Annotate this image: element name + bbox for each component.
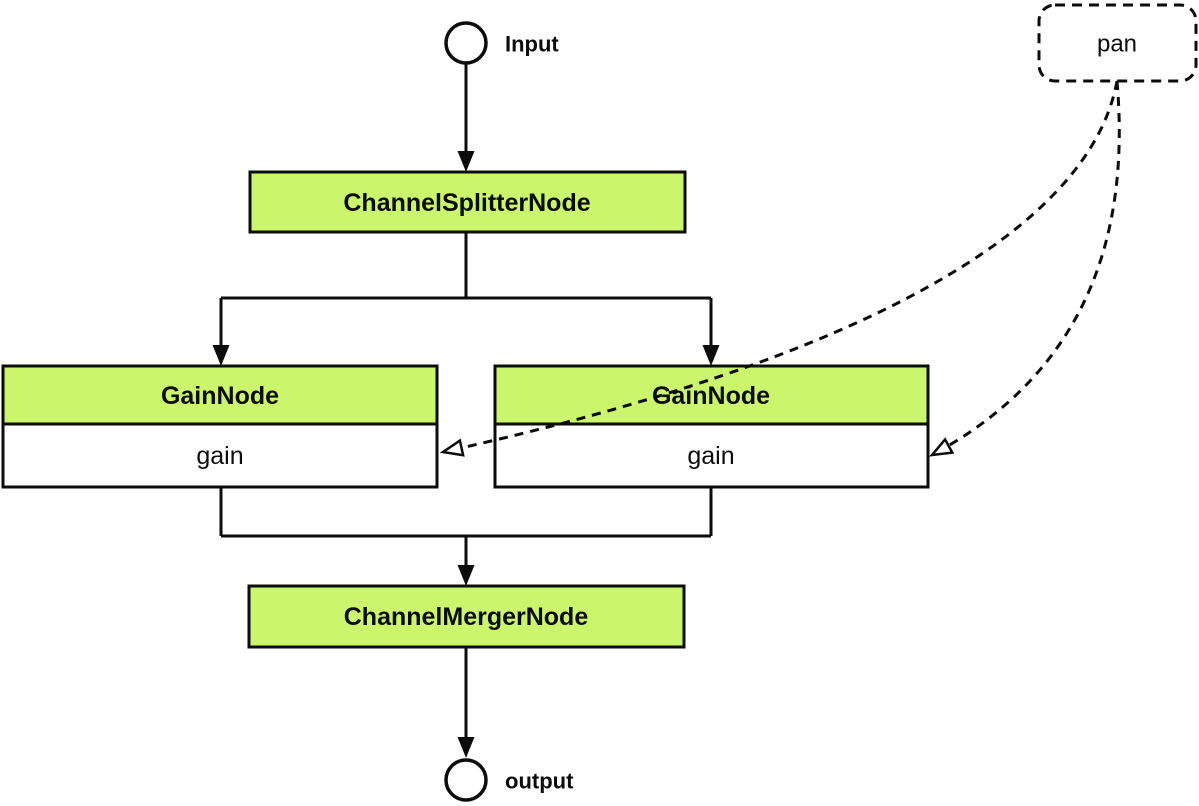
gain-node-left-header: [1, 364, 439, 426]
gain-param-left-label: gain: [196, 442, 243, 470]
channel-splitter-label: ChannelSplitterNode: [343, 189, 590, 217]
arrowhead-down-icon: [702, 345, 720, 366]
output-terminal: [444, 758, 488, 802]
gain-node-right-header: [493, 364, 930, 426]
channel-merger-label: ChannelMergerNode: [344, 603, 589, 631]
gain-node-right-label: GainNode: [652, 382, 770, 410]
open-arrowhead-right-icon: [929, 437, 955, 457]
arrowhead-down-icon: [457, 737, 475, 758]
pan-to-left-gain-connector: [442, 80, 1119, 454]
gains-to-merger-connector: [219, 487, 713, 569]
input-label: Input: [505, 32, 559, 57]
channel-merger-node: [247, 584, 686, 649]
pan-label: pan: [1097, 31, 1137, 58]
splitter-to-gains-connector: [219, 232, 713, 349]
arrowhead-down-icon: [457, 565, 475, 586]
input-terminal: [444, 21, 488, 65]
channel-splitter-node: [248, 170, 687, 234]
gain-param-right-box: [493, 422, 930, 489]
arrowhead-down-icon: [212, 345, 230, 366]
open-arrowhead-left-icon: [439, 438, 465, 457]
gain-param-right-label: gain: [687, 442, 734, 470]
output-label: output: [505, 769, 574, 794]
gain-node-left-label: GainNode: [161, 382, 279, 410]
arrowhead-down-icon: [457, 151, 475, 172]
pan-to-right-gain-connector: [931, 80, 1121, 457]
gain-param-left-box: [1, 422, 439, 489]
